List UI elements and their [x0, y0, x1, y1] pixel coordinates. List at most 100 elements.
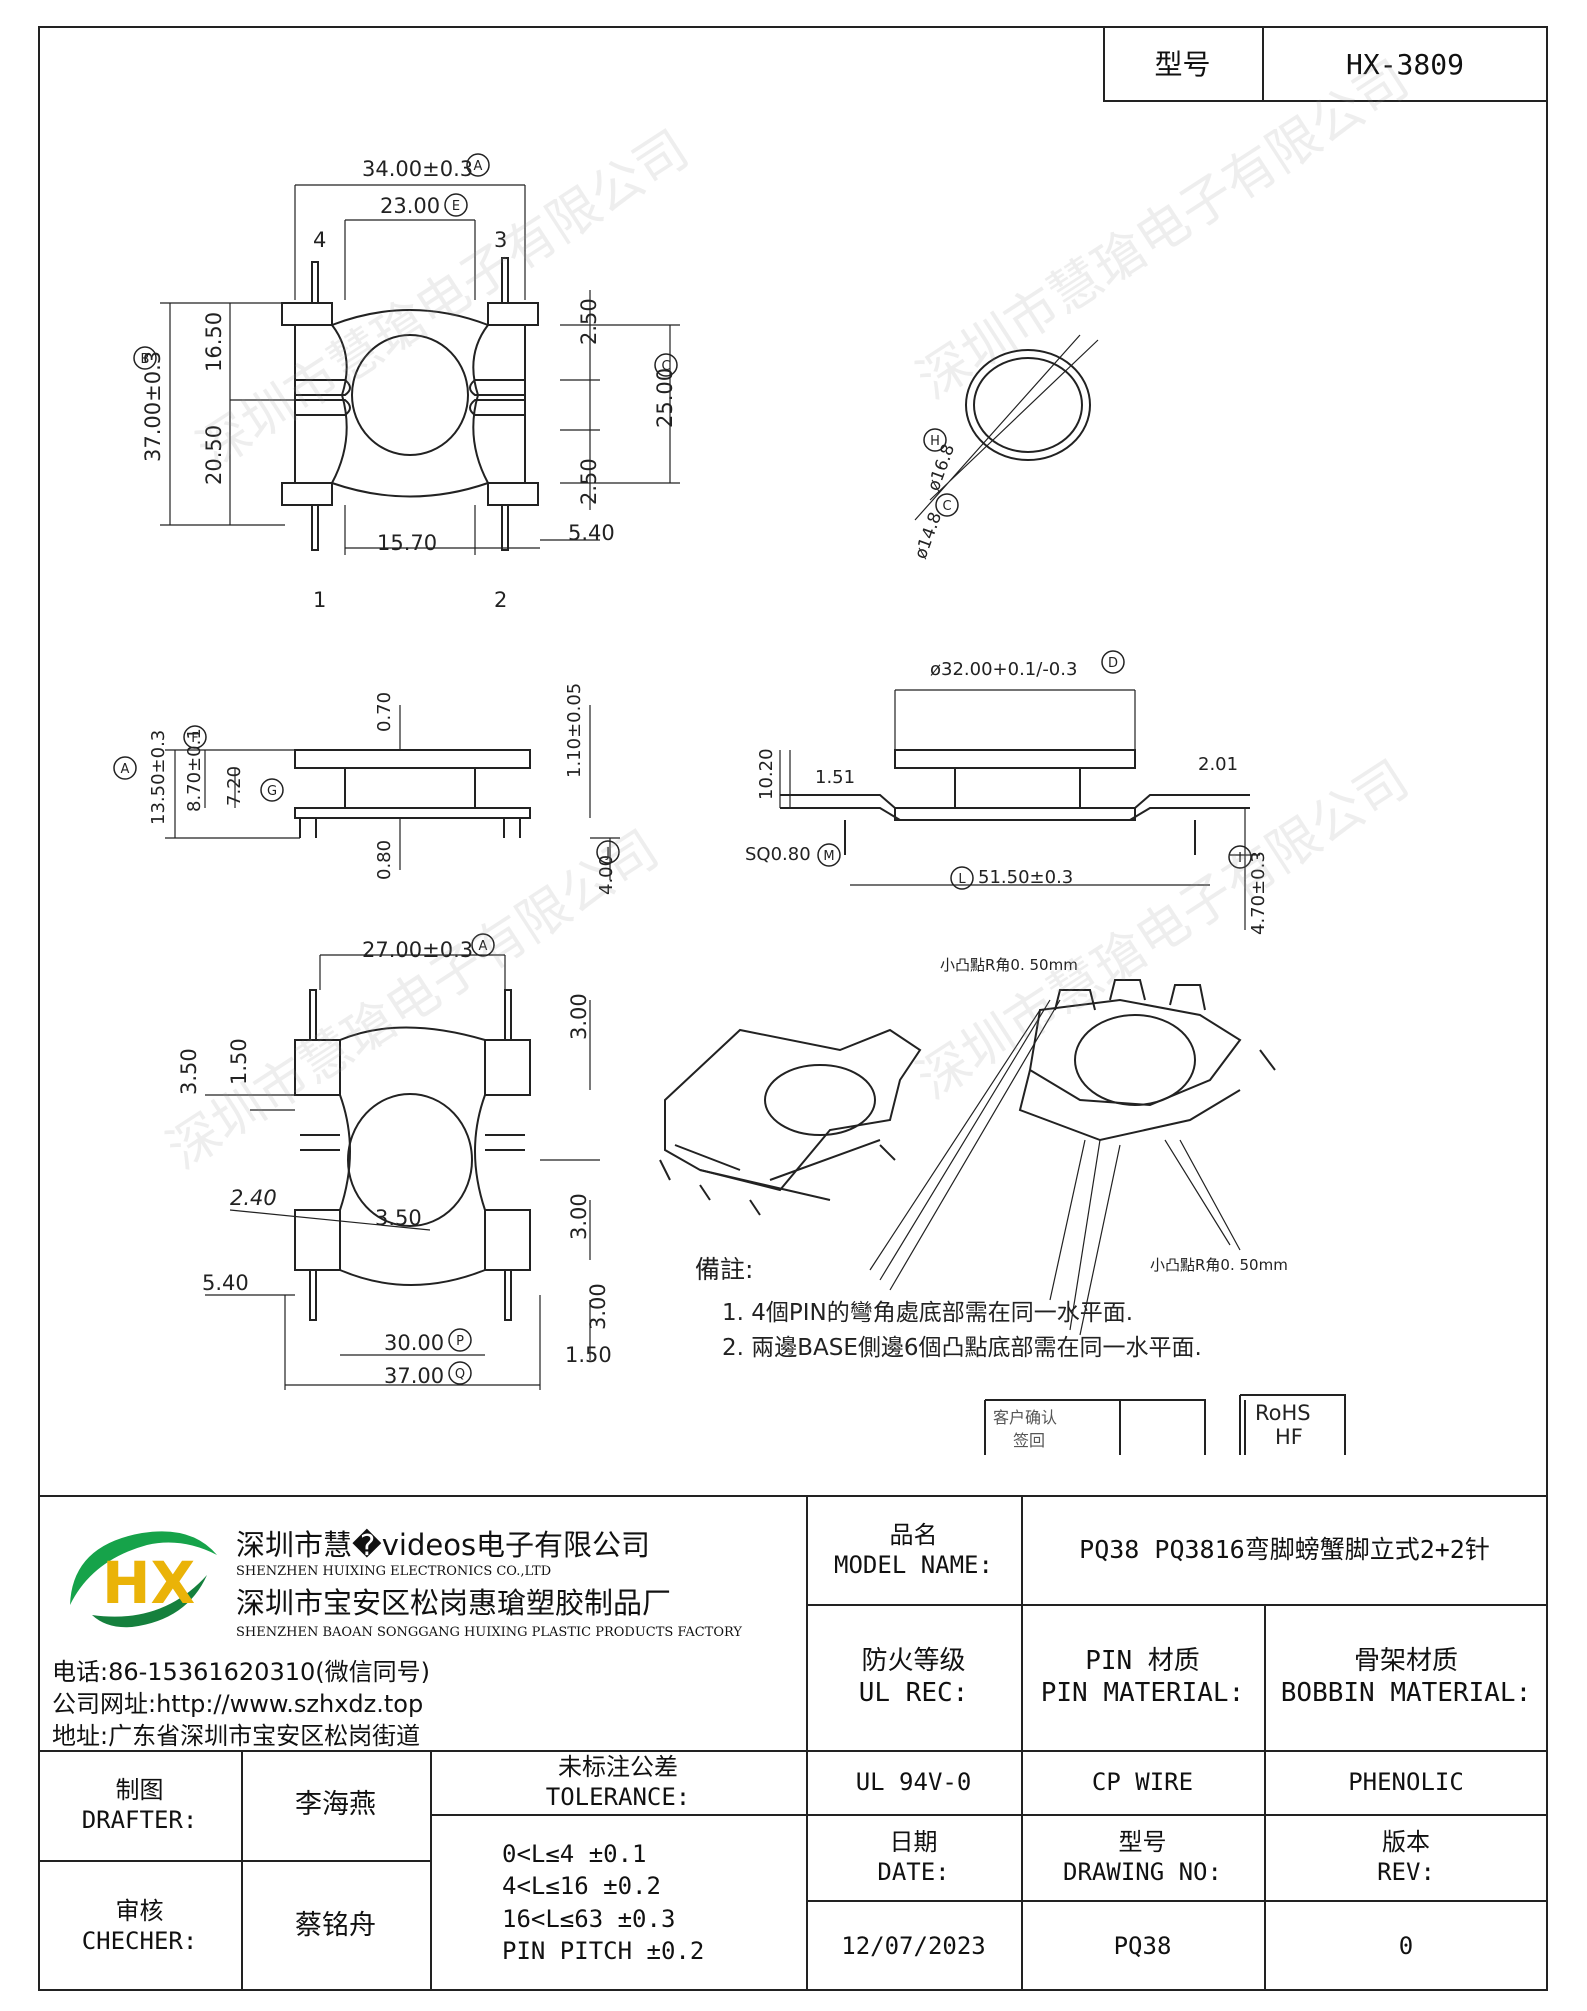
company-website: 公司网址:http://www.szhxdz.top — [52, 1690, 424, 1718]
logo-text: HX — [102, 1549, 195, 1617]
dim-label: 10.20 — [756, 748, 777, 800]
dim-label: 4.70±0.3 — [1248, 851, 1269, 935]
dim-label: 3.50 — [375, 1206, 422, 1230]
dim-label: 30.00 — [384, 1331, 444, 1355]
svg-text:A: A — [474, 159, 483, 174]
dim-label: 7.20 — [224, 766, 245, 806]
dim-label: 1.50 — [227, 1038, 251, 1085]
top-view-dims — [160, 184, 680, 555]
company-name-en: SHENZHEN HUIXING ELECTRONICS CO.,LTD — [236, 1564, 552, 1579]
company-name-cn: 深圳市慧�videos电子有限公司 — [236, 1528, 651, 1562]
svg-text:L: L — [958, 872, 966, 887]
company-phone: 电话:86-15361620310(微信同号) — [52, 1658, 430, 1686]
drawing-frame — [38, 26, 1548, 1991]
dim-label: 2.50 — [577, 458, 601, 505]
svg-text:I: I — [1238, 851, 1242, 866]
bobbin-material-value: PHENOLIC — [1348, 1768, 1464, 1796]
company-address: 地址:广东省深圳市宝安区松岗街道 — [52, 1722, 421, 1750]
side-view-right — [779, 689, 1260, 930]
pin-label: 3 — [494, 228, 507, 252]
dim-label: 23.00 — [380, 194, 440, 218]
svg-text:A: A — [479, 939, 488, 954]
dim-label: 3.00 — [567, 1193, 591, 1240]
dim-label: 8.70±0.1 — [184, 728, 205, 812]
svg-text:C: C — [942, 499, 951, 514]
dim-label: 2.01 — [1198, 754, 1238, 775]
confirm-line1: 客户确认 — [993, 1408, 1057, 1427]
dim-label: 16.50 — [202, 312, 226, 372]
dim-label: 3.50 — [177, 1048, 201, 1095]
dim-label: 0.70 — [374, 692, 395, 732]
dim-label: 20.50 — [202, 425, 226, 485]
header-model-label: 型号 — [1154, 47, 1211, 81]
dim-label: 27.00±0.3 — [362, 938, 473, 962]
iso-callout-top: 小凸點R角0. 50mm — [940, 956, 1078, 974]
dim-label: 4.00 — [596, 855, 617, 895]
ul-value: UL 94V-0 — [855, 1768, 972, 1796]
revision-value: 0 — [1398, 1931, 1414, 1960]
iso-view-left — [659, 1028, 922, 1216]
svg-text:H: H — [930, 434, 940, 449]
svg-text:M: M — [823, 849, 834, 864]
date-value: 12/07/2023 — [841, 1931, 986, 1960]
side-view-left — [165, 705, 620, 880]
checker-name: 蔡铭舟 — [295, 1909, 376, 1941]
dim-label: 13.50±0.3 — [148, 730, 169, 825]
bottom-view — [205, 954, 600, 1390]
dim-label: 15.70 — [377, 531, 437, 555]
dim-label: 2.40 — [230, 1186, 277, 1210]
svg-text:J: J — [605, 846, 610, 861]
pin-label: 4 — [313, 228, 326, 252]
dim-label: ø14.8 — [911, 510, 946, 562]
dim-label: 2.50 — [577, 298, 601, 345]
confirm-line2: 签回 — [1013, 1431, 1045, 1450]
dim-label: 1.50 — [565, 1343, 612, 1367]
dim-label: 25.00 — [653, 368, 677, 428]
company-logo: HX — [52, 1515, 222, 1633]
notes-line1: 1. 4個PIN的彎角處底部需在同一水平面. — [722, 1300, 1133, 1326]
drafter-name: 李海燕 — [295, 1789, 376, 1821]
svg-text:B: B — [141, 352, 150, 367]
svg-text:C: C — [661, 359, 670, 374]
dim-label: 5.40 — [202, 1271, 249, 1295]
svg-text:D: D — [1108, 656, 1118, 671]
svg-text:A: A — [121, 762, 130, 777]
dim-label: 3.00 — [567, 993, 591, 1040]
header-model-value: HX-3809 — [1345, 47, 1464, 81]
dim-label: 3.00 — [586, 1283, 610, 1330]
svg-text:P: P — [456, 1334, 464, 1349]
svg-text:G: G — [267, 784, 277, 799]
svg-text:E: E — [452, 199, 460, 214]
rohs-label: RoHS — [1255, 1401, 1311, 1425]
dim-label: 5.40 — [568, 521, 615, 545]
pin-material-value: CP WIRE — [1091, 1768, 1194, 1796]
pin-label: 2 — [494, 588, 507, 612]
dim-label: 34.00±0.3 — [362, 157, 473, 181]
model-name-value: PQ38 PQ3816弯脚螃蟹脚立式2+2针 — [1079, 1534, 1490, 1564]
drawing-no-value: PQ38 — [1113, 1931, 1172, 1960]
circle-view — [914, 334, 1099, 521]
pin-label: 1 — [313, 588, 326, 612]
dim-label: SQ0.80 — [745, 844, 811, 865]
svg-text:Q: Q — [455, 1367, 465, 1382]
hf-label: HF — [1275, 1425, 1303, 1449]
factory-name-cn: 深圳市宝安区松岗惠瑲塑胶制品厂 — [236, 1586, 672, 1620]
notes-line2: 2. 兩邊BASE側邊6個凸點底部需在同一水平面. — [722, 1335, 1202, 1361]
dim-label: 37.00 — [384, 1364, 444, 1388]
iso-callout-bottom: 小凸點R角0. 50mm — [1150, 1256, 1288, 1274]
dim-label: ø32.00+0.1/-0.3 — [930, 659, 1077, 680]
dim-label: 0.80 — [374, 840, 395, 880]
tolerance-table: 0<L≤4 ±0.1 4<L≤16 ±0.2 16<L≤63 ±0.3 PIN … — [502, 1839, 705, 1965]
dim-label: 1.51 — [815, 767, 855, 788]
svg-text:F: F — [191, 731, 198, 746]
